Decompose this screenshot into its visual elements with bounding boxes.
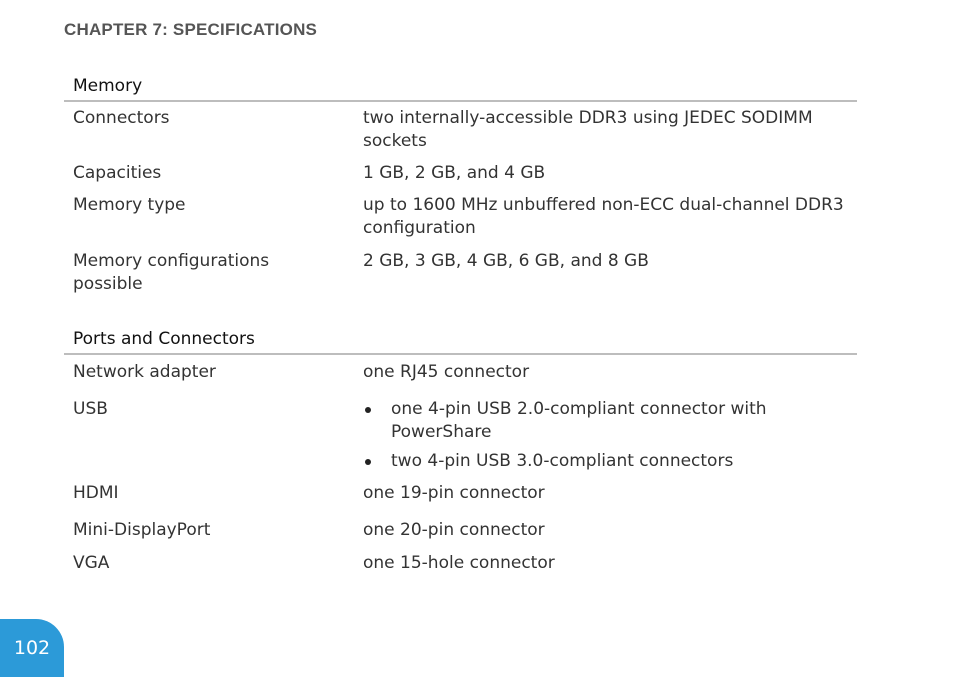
- spec-value: one RJ45 connector: [363, 362, 530, 382]
- spec-value: one 20-pin connector: [363, 520, 545, 540]
- spec-value: one 19-pin connector: [363, 483, 545, 503]
- bullet-text: one 4-pin USB 2.0-compliant connector wi…: [391, 399, 767, 442]
- spec-value: 1 GB, 2 GB, and 4 GB: [363, 163, 546, 183]
- list-item: two 4-pin USB 3.0-compliant connectors: [363, 450, 853, 473]
- spec-label: VGA: [73, 553, 110, 573]
- spec-label: USB: [73, 399, 108, 419]
- usb-bullet-list: one 4-pin USB 2.0-compliant connector wi…: [363, 398, 853, 473]
- bullet-icon: [365, 407, 371, 413]
- spec-label: Connectors: [73, 108, 170, 128]
- bullet-text: two 4-pin USB 3.0-compliant connectors: [391, 451, 734, 471]
- spec-value: up to 1600 MHz unbuffered non-ECC dual-c…: [363, 195, 844, 238]
- spec-label: Mini-DisplayPort: [73, 520, 211, 540]
- page-number-tab: 102: [0, 619, 64, 677]
- page-number: 102: [13, 637, 51, 659]
- spec-label: Memory configurations possible: [73, 251, 270, 294]
- memory-section: Memory: [64, 74, 857, 102]
- section-title-memory: Memory: [73, 76, 143, 96]
- spec-value: one 15-hole connector: [363, 553, 555, 573]
- spec-label: Memory type: [73, 195, 186, 215]
- chapter-heading: CHAPTER 7: SPECIFICATIONS: [64, 20, 318, 39]
- ports-section: Ports and Connectors: [64, 327, 857, 355]
- spec-label: Capacities: [73, 163, 162, 183]
- spec-value: two internally-accessible DDR3 using JED…: [363, 108, 813, 151]
- spec-value: one 4-pin USB 2.0-compliant connector wi…: [363, 398, 853, 473]
- spec-value: 2 GB, 3 GB, 4 GB, 6 GB, and 8 GB: [363, 251, 649, 271]
- section-divider: [64, 100, 857, 102]
- bullet-icon: [365, 459, 371, 465]
- spec-label: Network adapter: [73, 362, 216, 382]
- list-item: one 4-pin USB 2.0-compliant connector wi…: [363, 398, 853, 443]
- section-title-ports: Ports and Connectors: [73, 329, 255, 349]
- spec-label: HDMI: [73, 483, 119, 503]
- section-divider: [64, 353, 857, 355]
